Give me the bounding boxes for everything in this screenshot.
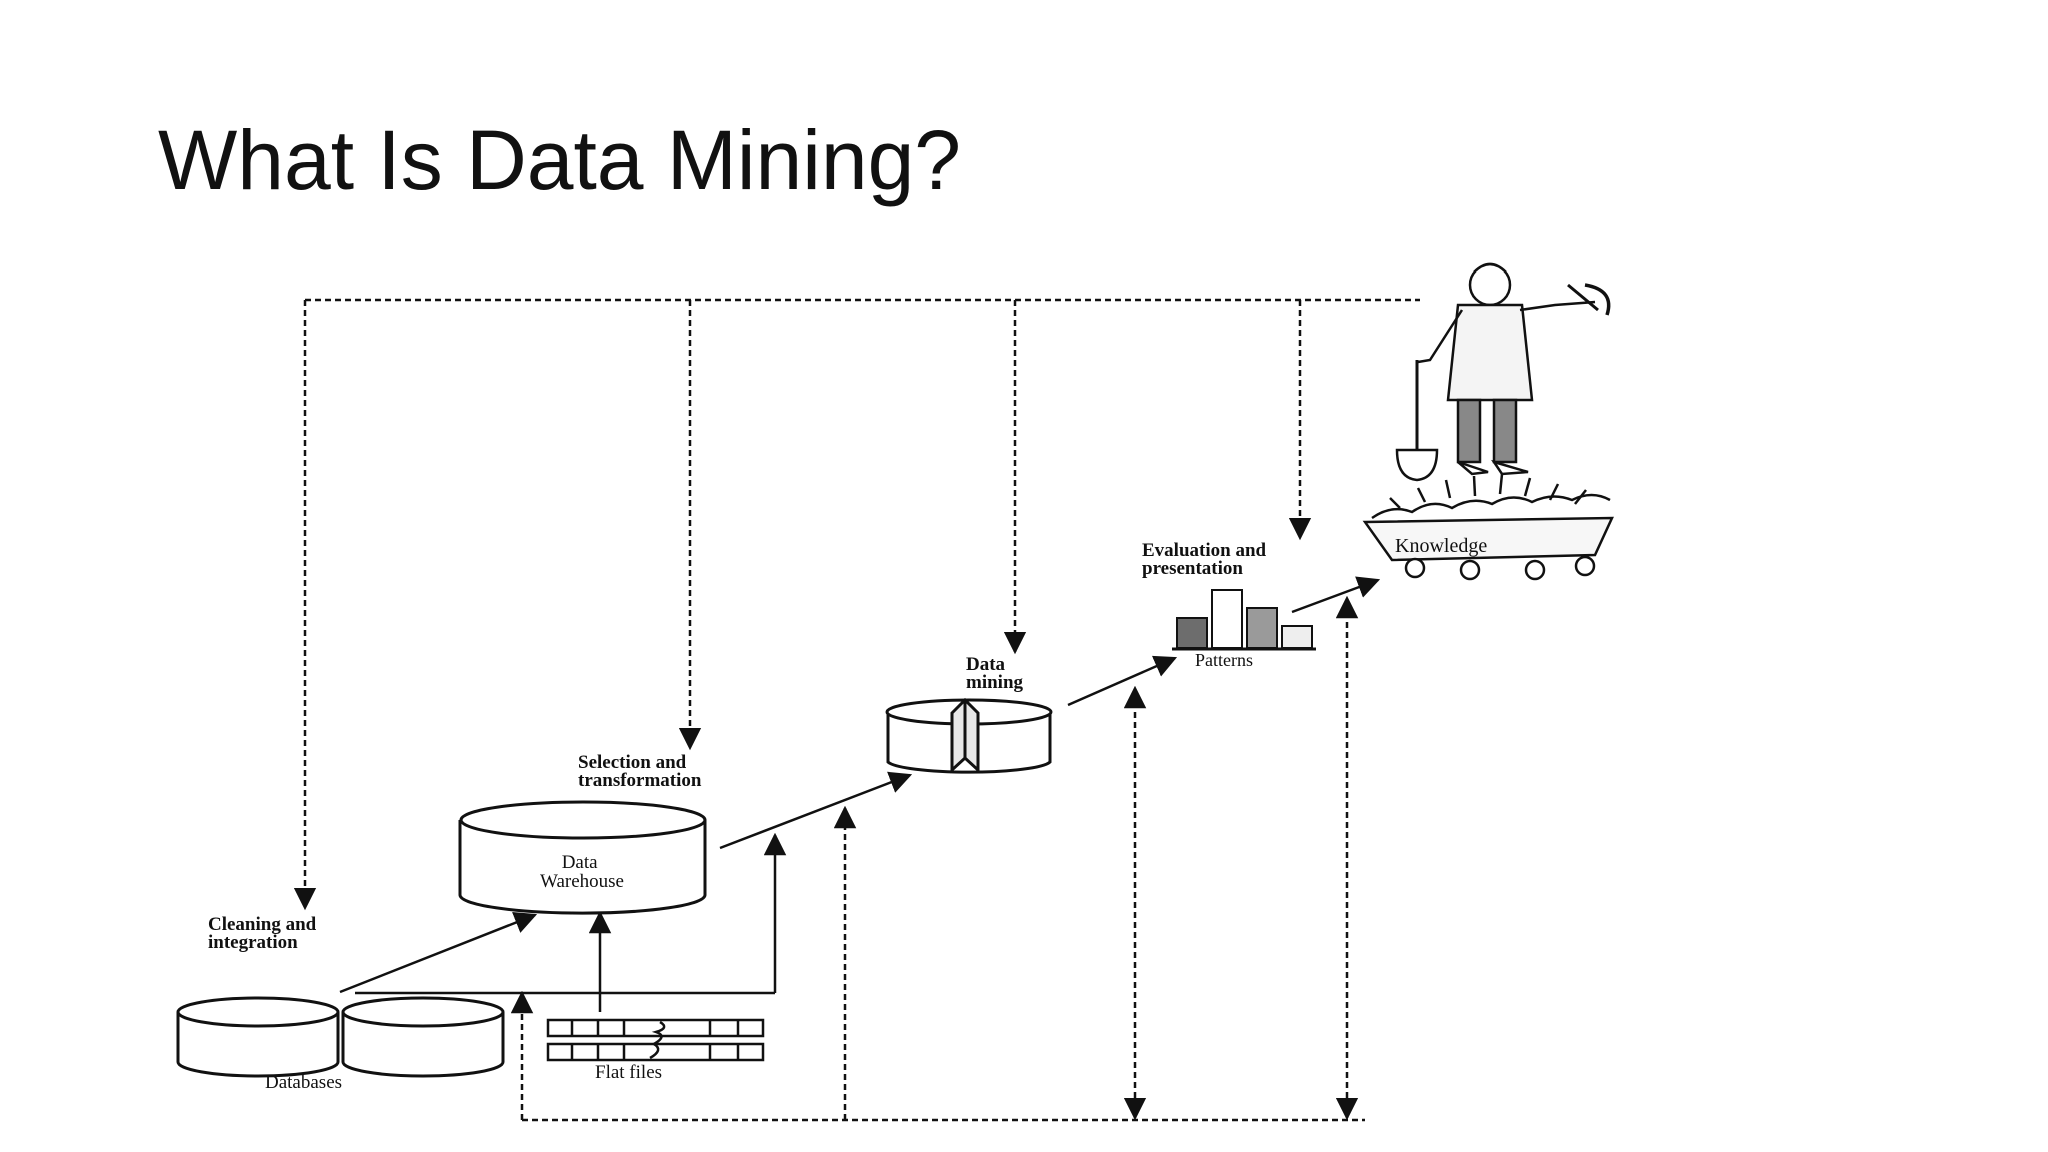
evaluation-line-1: Evaluation and [1142,540,1267,561]
mining-line-1: Data [966,654,1006,675]
knowledge-cart-icon [1362,473,1614,581]
process-arrows [339,576,1381,1012]
databases-label: Databases [265,1072,342,1093]
cleaning-line-2: integration [208,932,298,953]
data-mining-label: Data mining [966,654,1024,693]
flat-files-icon [546,1018,765,1062]
databases-icon [176,996,505,1078]
cleaning-line-1: Cleaning and [208,914,317,935]
selection-transformation-label: Selection and transformation [578,752,702,791]
evaluation-presentation-label: Evaluation and presentation [1142,540,1271,579]
warehouse-line-1: Data [562,852,598,873]
miner-icon [1395,262,1611,482]
data-mining-icon [885,697,1053,774]
data-warehouse-icon [458,800,707,915]
feedback-top-lines [293,298,1420,911]
patterns-label: Patterns [1195,650,1253,670]
page-title: What Is Data Mining? [158,113,962,207]
feedback-bottom-lines [510,595,1365,1122]
flat-files-label: Flat files [595,1062,662,1083]
cleaning-integration-label: Cleaning and integration [208,914,321,953]
patterns-icon [1172,589,1316,651]
data-warehouse-label: Data Warehouse [540,852,624,892]
warehouse-line-2: Warehouse [540,871,624,892]
mining-line-2: mining [966,672,1024,693]
evaluation-line-2: presentation [1142,558,1243,579]
knowledge-label: Knowledge [1395,535,1487,557]
selection-line-2: transformation [578,770,702,791]
selection-line-1: Selection and [578,752,687,773]
